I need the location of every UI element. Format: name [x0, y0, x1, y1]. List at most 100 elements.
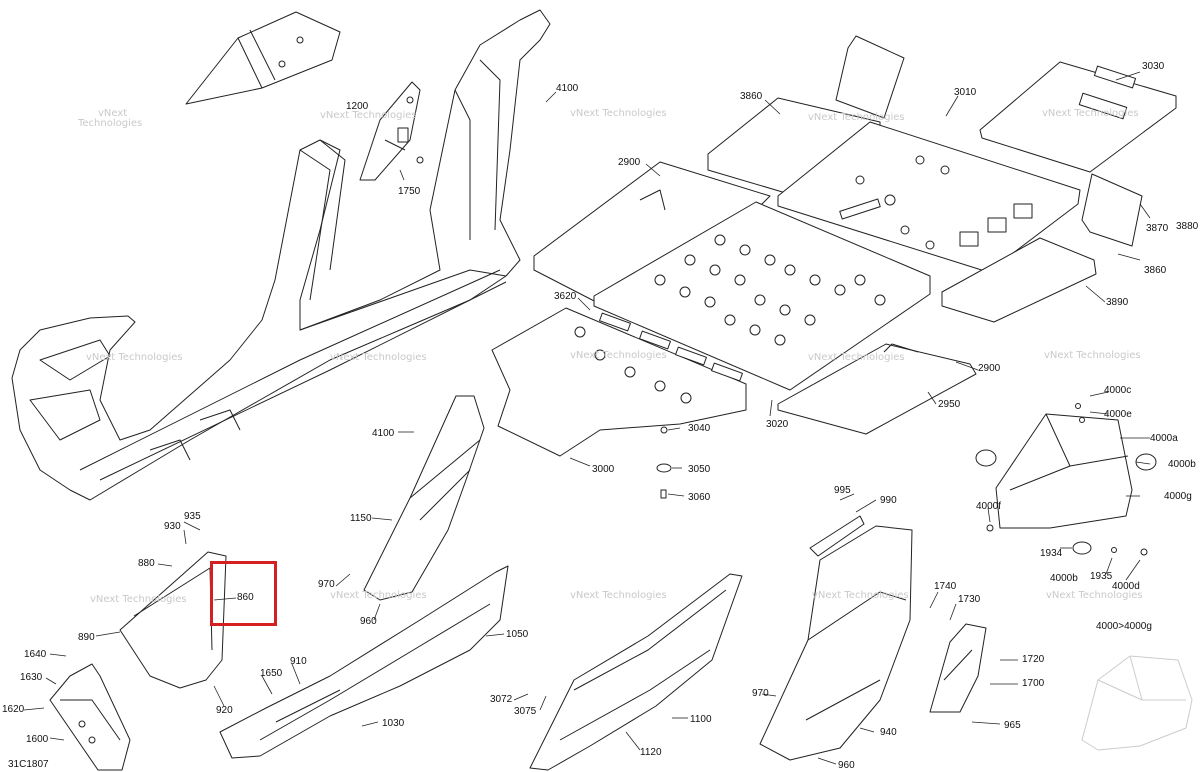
part-label[interactable]: 910: [290, 656, 307, 667]
part-label[interactable]: 4100: [372, 428, 395, 439]
part-label[interactable]: 935: [184, 511, 201, 522]
part-label[interactable]: 3030: [1142, 61, 1165, 72]
part-label[interactable]: 3010: [954, 87, 977, 98]
side-frame-panel: [11, 9, 551, 501]
part-label[interactable]: 4000c: [1104, 385, 1132, 396]
part-label[interactable]: 1100: [690, 714, 712, 725]
part-label[interactable]: 960: [838, 760, 855, 771]
watermark-text: vNext Technologies: [808, 352, 905, 363]
part-label[interactable]: 970: [318, 579, 335, 590]
part-label[interactable]: 3880: [1176, 221, 1199, 232]
door-panel-940: [759, 525, 913, 761]
part-label[interactable]: 930: [164, 521, 181, 532]
part-label[interactable]: 995: [834, 485, 851, 496]
part-label[interactable]: 3620: [554, 291, 577, 302]
part-label[interactable]: 3050: [688, 464, 711, 475]
part-label[interactable]: 1730: [958, 594, 981, 605]
part-label[interactable]: 860: [237, 592, 254, 603]
watermark-text: vNext Technologies: [570, 350, 667, 361]
part-label[interactable]: 4000b: [1168, 459, 1196, 470]
flap-3860-right: [1081, 173, 1143, 247]
part-label[interactable]: 4000e: [1104, 409, 1132, 420]
part-label[interactable]: 1700: [1022, 678, 1045, 689]
watermark-text: vNext Technologies: [330, 352, 427, 363]
panel-1150: [363, 395, 485, 601]
part-label[interactable]: 3890: [1106, 297, 1129, 308]
part-label[interactable]: 965: [1004, 720, 1021, 731]
watermark-text: vNext Technologies: [1046, 590, 1143, 601]
part-label[interactable]: 3040: [688, 423, 711, 434]
highlight-box: [210, 561, 277, 626]
top-cover-panel: [185, 11, 341, 105]
part-label[interactable]: 3000: [592, 464, 615, 475]
part-label[interactable]: 3860: [740, 91, 763, 102]
part-label[interactable]: 1720: [1022, 654, 1045, 665]
part-label[interactable]: 890: [78, 632, 95, 643]
floor-panel-3010: [777, 121, 1081, 273]
part-label[interactable]: 3060: [688, 492, 711, 503]
part-label[interactable]: 2950: [938, 399, 961, 410]
watermark-text: vNext Technologies: [570, 108, 667, 119]
part-label[interactable]: 2900: [618, 157, 641, 168]
part-label[interactable]: 1600: [26, 734, 49, 745]
part-label[interactable]: 4000f: [976, 501, 1002, 512]
watermark-text: vNext Technologies: [320, 110, 417, 121]
part-label[interactable]: 960: [360, 616, 377, 627]
storage-box-4000-thumbnail: [1081, 655, 1193, 751]
part-label[interactable]: 1630: [20, 672, 43, 683]
part-label[interactable]: 3072: [490, 694, 513, 705]
floor-panel-2900-right: [777, 343, 977, 435]
handle-1600: [49, 663, 131, 771]
floor-panel-3890: [941, 237, 1097, 323]
part-label[interactable]: 4000b: [1050, 573, 1078, 584]
part-label[interactable]: 1934: [1040, 548, 1063, 559]
watermark-text: vNext Technologies: [570, 590, 667, 601]
part-label[interactable]: 1650: [260, 668, 283, 679]
watermark-text: vNext Technologies: [1044, 350, 1141, 361]
watermark-text: vNext Technologies: [812, 590, 909, 601]
part-label[interactable]: 4100: [556, 83, 579, 94]
part-label[interactable]: 3860: [1144, 265, 1167, 276]
part-label[interactable]: 3075: [514, 706, 537, 717]
watermark-text: vNext Technologies: [330, 590, 427, 601]
part-label[interactable]: 1750: [398, 186, 421, 197]
part-label[interactable]: 1740: [934, 581, 957, 592]
part-label[interactable]: 4000>4000g: [1096, 621, 1152, 632]
watermark-text: vNext Technologies: [1042, 108, 1139, 119]
drawing-code: 31C1807: [8, 759, 49, 770]
watermark-text: vNext Technologies: [86, 352, 183, 363]
part-label[interactable]: 880: [138, 558, 155, 569]
part-label[interactable]: 1050: [506, 629, 529, 640]
watermark-text: vNext: [98, 108, 128, 119]
part-label[interactable]: 1200: [346, 101, 369, 112]
part-label[interactable]: 1120: [640, 747, 662, 758]
part-label[interactable]: 1150: [350, 513, 372, 524]
bracket-990: [809, 515, 865, 557]
part-label[interactable]: 920: [216, 705, 233, 716]
storage-box-4000: [975, 403, 1157, 556]
part-label[interactable]: 3020: [766, 419, 789, 430]
floor-panel-3000: [491, 307, 747, 457]
part-label[interactable]: 2900: [978, 363, 1001, 374]
watermark-text: vNext Technologies: [808, 112, 905, 123]
part-label[interactable]: 1640: [24, 649, 47, 660]
part-label[interactable]: 4000a: [1150, 433, 1178, 444]
part-label[interactable]: 1620: [2, 704, 25, 715]
watermark-text: Technologies: [78, 118, 143, 129]
part-label[interactable]: 970: [752, 688, 769, 699]
part-label[interactable]: 4000g: [1164, 491, 1192, 502]
rocker-panel-1100: [529, 573, 743, 771]
part-label[interactable]: 3870: [1146, 223, 1169, 234]
part-label[interactable]: 4000d: [1112, 581, 1140, 592]
cover-1700: [929, 623, 987, 713]
part-label[interactable]: 940: [880, 727, 897, 738]
flap-3860-top: [835, 35, 905, 119]
rocker-panel-1050: [219, 565, 509, 759]
fasteners-3040-3060: [656, 426, 672, 499]
bracket-1200: [359, 81, 424, 181]
part-label[interactable]: 1030: [382, 718, 405, 729]
floor-panel-3020: [593, 201, 931, 391]
part-label[interactable]: 990: [880, 495, 897, 506]
part-label[interactable]: 1935: [1090, 571, 1113, 582]
